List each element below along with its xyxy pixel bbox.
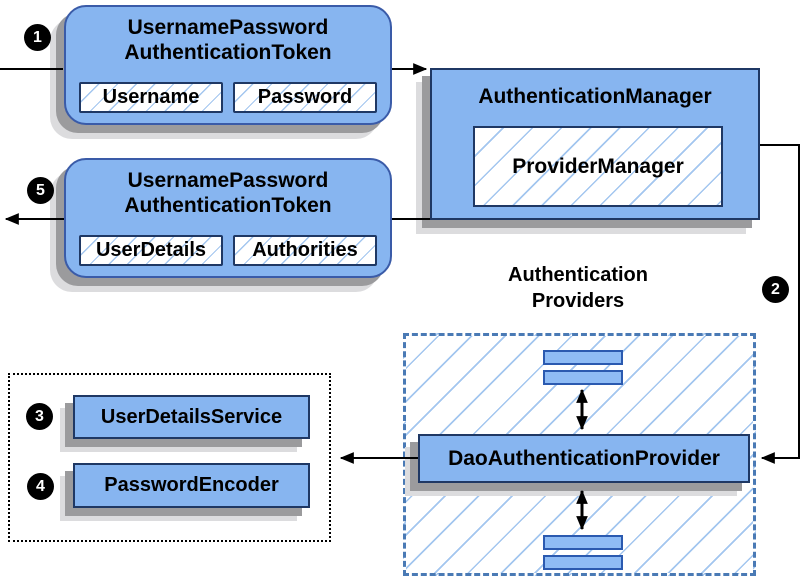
authentication-providers-label: Authentication Providers — [458, 262, 698, 314]
provider-placeholder-bar — [543, 370, 623, 385]
step-badge-2: 2 — [762, 276, 789, 303]
step-badge-5: 5 — [27, 177, 54, 204]
token-fields: Username Password — [79, 82, 377, 113]
step-badge-4: 4 — [27, 473, 54, 500]
node-username-password-token-request: UsernamePassword AuthenticationToken Use… — [64, 5, 392, 125]
field-username: Username — [79, 82, 223, 113]
field-password: Password — [233, 82, 377, 113]
node-title-line2: AuthenticationToken — [124, 41, 332, 64]
provider-placeholder-bar — [543, 535, 623, 550]
provider-placeholder-bar — [543, 555, 623, 570]
label-line2: Providers — [531, 290, 625, 312]
token-fields: UserDetails Authorities — [79, 235, 377, 266]
step-badge-1: 1 — [24, 24, 51, 51]
node-password-encoder: PasswordEncoder — [73, 463, 310, 508]
node-title-line1: UsernamePassword — [127, 169, 329, 192]
user-details-group-box — [8, 373, 331, 542]
node-provider-manager: ProviderManager — [473, 126, 723, 207]
node-title: UsernamePassword AuthenticationToken — [66, 15, 390, 65]
node-authentication-manager: AuthenticationManager ProviderManager — [430, 68, 760, 220]
node-dao-authentication-provider: DaoAuthenticationProvider — [418, 434, 750, 483]
label-line1: Authentication — [508, 264, 648, 286]
step-badge-3: 3 — [26, 403, 53, 430]
field-authorities: Authorities — [233, 235, 377, 266]
node-title-line2: AuthenticationToken — [124, 194, 332, 217]
node-user-details-service: UserDetailsService — [73, 395, 310, 439]
node-title-line1: UsernamePassword — [127, 16, 329, 39]
node-title: AuthenticationManager — [478, 85, 712, 108]
provider-placeholder-bar — [543, 350, 623, 365]
field-userdetails: UserDetails — [79, 235, 223, 266]
node-title: UsernamePassword AuthenticationToken — [66, 168, 390, 218]
node-username-password-token-result: UsernamePassword AuthenticationToken Use… — [64, 158, 392, 278]
